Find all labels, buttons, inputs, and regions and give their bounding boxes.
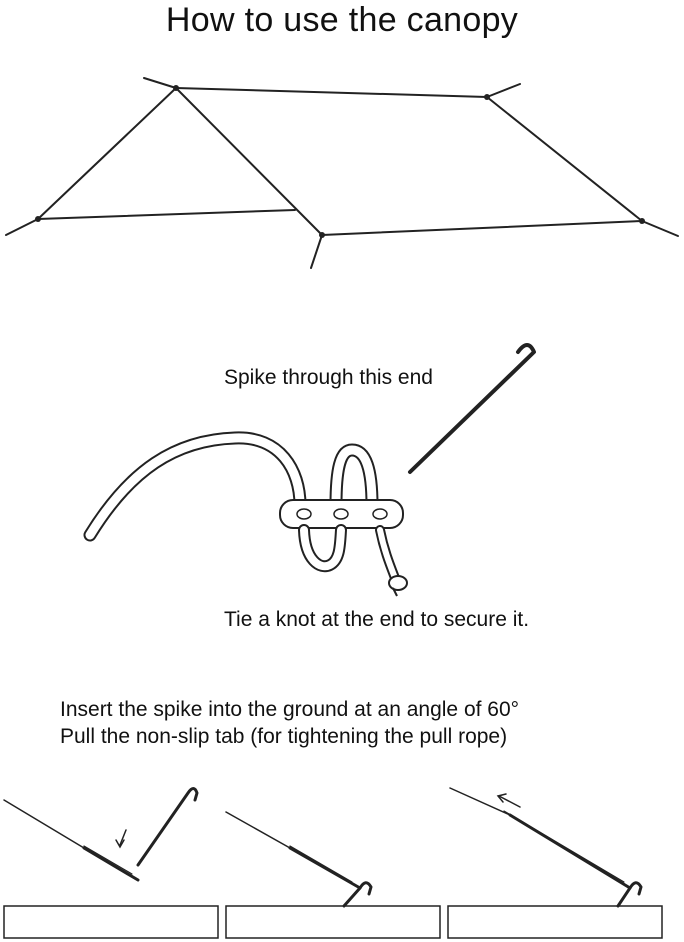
rope-icon: [83, 431, 379, 542]
spike-icon: [408, 343, 536, 474]
instruction-line: Pull the non-slip tab (for tightening th…: [60, 725, 508, 748]
stake-step-hook: [225, 811, 373, 908]
stake-step-insert: [3, 787, 199, 882]
knot-icon: [388, 575, 408, 597]
stake-step-tighten: [449, 787, 643, 908]
page-title: How to use the canopy: [165, 1, 519, 39]
tie-knot-label: Tie a knot at the end to secure it.: [224, 608, 530, 631]
instructions: Insert the spike into the ground at an a…: [60, 696, 519, 750]
down-arrow-icon: [119, 829, 127, 846]
instruction-line: Insert the spike into the ground at an a…: [60, 698, 520, 721]
pull-arrow-icon: [498, 795, 521, 808]
ground-panel: [3, 905, 219, 939]
ground-panel: [447, 905, 663, 939]
spike-end-label: Spike through this end: [224, 366, 433, 389]
ground-panel: [225, 905, 441, 939]
